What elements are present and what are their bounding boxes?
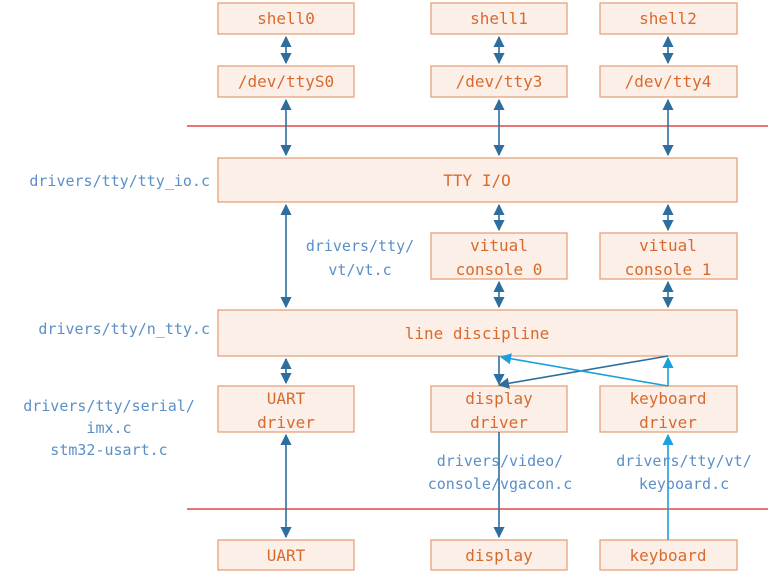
keyboard-hardware-box: keyboard <box>599 539 738 571</box>
annotation-n-tty-c: drivers/tty/n_tty.c <box>38 320 210 338</box>
shell0-box: shell0 <box>217 2 355 35</box>
annotation-vt-c-line1: drivers/tty/ <box>306 237 414 255</box>
display-hardware-box: display <box>430 539 568 571</box>
display-driver-line1: display <box>465 389 533 408</box>
annotation-tty-io-c: drivers/tty/tty_io.c <box>29 172 210 190</box>
virtual-console-1-line1: vitual <box>639 236 697 255</box>
display-hardware-label: display <box>465 546 533 565</box>
shell1-label: shell1 <box>470 9 528 28</box>
display-driver-line2: driver <box>470 413 528 432</box>
uart-hardware-box: UART <box>217 539 355 571</box>
dev-tty3-box: /dev/tty3 <box>430 65 568 98</box>
uart-driver-box: UART driver <box>217 385 355 433</box>
dev-ttys0-label: /dev/ttyS0 <box>238 72 334 91</box>
arrow-linediscipline-to-displaydriver <box>497 355 669 389</box>
virtual-console-1-box: vitual console 1 <box>599 232 738 280</box>
tty-io-label: TTY I/O <box>443 171 510 190</box>
uart-driver-line2: driver <box>257 413 315 432</box>
dev-tty4-label: /dev/tty4 <box>625 72 712 91</box>
annotation-keyboard-c-line1: drivers/tty/vt/ <box>616 452 751 470</box>
annotation-serial-line2: imx.c <box>86 419 131 437</box>
keyboard-driver-line1: keyboard <box>629 389 706 408</box>
dev-tty4-box: /dev/tty4 <box>599 65 738 98</box>
virtual-console-0-line1: vitual <box>470 236 528 255</box>
annotation-serial-line1: drivers/tty/serial/ <box>23 397 195 415</box>
display-driver-box: display driver <box>430 385 568 433</box>
line-discipline-label: line discipline <box>405 324 550 343</box>
dev-tty3-label: /dev/tty3 <box>456 72 543 91</box>
virtual-console-1-line2: console 1 <box>625 260 712 279</box>
virtual-console-0-box: vitual console 0 <box>430 232 568 280</box>
keyboard-driver-line2: driver <box>639 413 697 432</box>
shell2-label: shell2 <box>639 9 697 28</box>
uart-driver-line1: UART <box>267 389 306 408</box>
annotation-serial-line3: stm32-usart.c <box>50 441 167 459</box>
shell1-box: shell1 <box>430 2 568 35</box>
annotation-vgacon-line2: console/vgacon.c <box>428 475 573 493</box>
annotation-vt-c-line2: vt/vt.c <box>328 261 391 279</box>
annotation-vgacon-line1: drivers/video/ <box>437 452 563 470</box>
virtual-console-0-line2: console 0 <box>456 260 543 279</box>
line-discipline-box: line discipline <box>217 309 738 357</box>
shell2-box: shell2 <box>599 2 738 35</box>
dev-ttys0-box: /dev/ttyS0 <box>217 65 355 98</box>
tty-io-box: TTY I/O <box>217 157 738 203</box>
arrow-keyboarddriver-cross-linediscipline <box>499 353 669 387</box>
uart-hardware-label: UART <box>267 546 306 565</box>
keyboard-hardware-label: keyboard <box>629 546 706 565</box>
annotation-keyboard-c-line2: keyboard.c <box>639 475 729 493</box>
shell0-label: shell0 <box>257 9 315 28</box>
keyboard-driver-box: keyboard driver <box>599 385 738 433</box>
